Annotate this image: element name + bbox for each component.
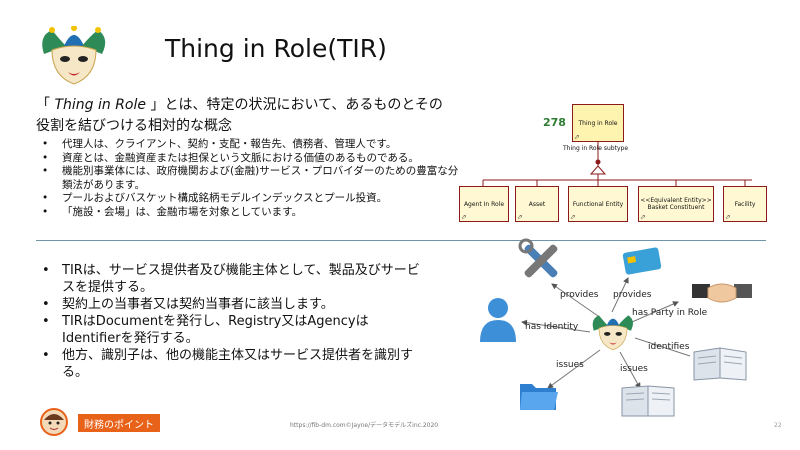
relationship-arrows bbox=[521, 277, 691, 389]
relation-provides: provides bbox=[560, 290, 599, 300]
finance-point-button[interactable]: 財務のポイント bbox=[78, 414, 160, 432]
entity-functional-entity[interactable]: Functional Entity ⬀ bbox=[568, 186, 628, 222]
handshake-icon bbox=[692, 283, 752, 303]
link-icon: ⬀ bbox=[461, 213, 467, 221]
tools-icon bbox=[518, 238, 558, 278]
link-icon: ⬀ bbox=[517, 213, 523, 221]
bottom-bullet: TIRはDocumentを発行し、Registry又はAgencyはIdenti… bbox=[42, 313, 422, 347]
bottom-bullet: 契約上の当事者又は契約当事者に該当します。 bbox=[42, 296, 422, 313]
intro-text: 「 Thing in Role 」とは、特定の状況において、あるものとその役割を… bbox=[36, 97, 443, 134]
page-number: 22 bbox=[774, 422, 782, 429]
entity-agent-in-role[interactable]: Agent In Role ⬀ bbox=[459, 186, 509, 222]
intro-term: Thing in Role bbox=[54, 97, 146, 113]
top-bullet: 「施設・会場」は、金融市場を対象としています。 bbox=[42, 206, 462, 220]
section-divider bbox=[36, 240, 766, 241]
entity-facility[interactable]: Facility ⬀ bbox=[723, 186, 767, 222]
relation-provides: provides bbox=[613, 290, 652, 300]
page-title: Thing in Role(TIR) bbox=[165, 34, 387, 63]
credit-card-icon bbox=[622, 247, 662, 275]
bottom-bullet: 他方、識別子は、他の機能主体又はサービス提供者を識別する。 bbox=[42, 347, 422, 381]
person-icon bbox=[480, 298, 516, 342]
relation-has-identity: has Identity bbox=[525, 322, 579, 332]
relationship-illustration: provides provides has Identity has Party… bbox=[470, 238, 790, 418]
link-icon: ⬀ bbox=[640, 213, 646, 221]
entity-thing-in-role[interactable]: Thing in Role ⬀ bbox=[572, 104, 624, 142]
entity-number: 278 bbox=[543, 116, 566, 129]
link-icon: ⬀ bbox=[570, 213, 576, 221]
avatar bbox=[40, 408, 68, 436]
bottom-bullet: TIRは、サービス提供者及び機能主体として、製品及びサービスを提供する。 bbox=[42, 262, 422, 296]
relation-identifies: identifies bbox=[648, 342, 690, 352]
bottom-bullet-list: TIRは、サービス提供者及び機能主体として、製品及びサービスを提供する。 契約上… bbox=[42, 262, 422, 381]
document-icon bbox=[693, 347, 747, 381]
entity-label: Asset bbox=[528, 200, 546, 208]
top-bullet: 代理人は、クライアント、契約・支配・報告先、債務者、管理人です。 bbox=[42, 138, 462, 152]
entity-stereotype: <<Equivalent Entity>> bbox=[640, 197, 712, 204]
entity-basket-constituent[interactable]: <<Equivalent Entity>> Basket Constituent… bbox=[638, 186, 714, 222]
top-bullet-list: 代理人は、クライアント、契約・支配・報告先、債務者、管理人です。 資産とは、金融… bbox=[42, 138, 462, 220]
uml-connectors bbox=[482, 142, 752, 186]
top-bullet: 機能別事業体には、政府機関および(金融)サービス・プロバイダーのための豊富な分類… bbox=[42, 165, 462, 192]
entity-label: Facility bbox=[734, 200, 756, 208]
uml-diagram: 278 Thing in Role ⬀ Thing in Role subtyp… bbox=[455, 100, 785, 230]
subtype-label: Thing in Role subtype bbox=[563, 145, 629, 152]
entity-label: Thing in Role bbox=[578, 119, 618, 127]
entity-label: Agent In Role bbox=[463, 200, 505, 208]
jester-mask-logo bbox=[42, 26, 106, 85]
entity-label: Functional Entity bbox=[572, 200, 624, 208]
relation-issues: issues bbox=[556, 360, 584, 370]
entity-label: Basket Constituent bbox=[647, 204, 705, 211]
relation-has-party-in-role: has Party in Role bbox=[632, 308, 708, 318]
jester-icon bbox=[592, 315, 633, 351]
top-bullet: プールおよびバスケット構成銘柄モデルインデックスとプール投資。 bbox=[42, 192, 462, 206]
link-icon: ⬀ bbox=[725, 213, 731, 221]
link-icon: ⬀ bbox=[574, 133, 580, 141]
entity-asset[interactable]: Asset ⬀ bbox=[515, 186, 559, 222]
top-bullet: 資産とは、金融資産または担保という文脈における価値のあるものである。 bbox=[42, 152, 462, 166]
book-icon bbox=[621, 385, 675, 417]
folder-icon bbox=[520, 384, 558, 410]
relation-issues: issues bbox=[620, 364, 648, 374]
copyright-url: https://fib-dm.com©Jayne/データモデルズinc.2020 bbox=[290, 422, 439, 429]
